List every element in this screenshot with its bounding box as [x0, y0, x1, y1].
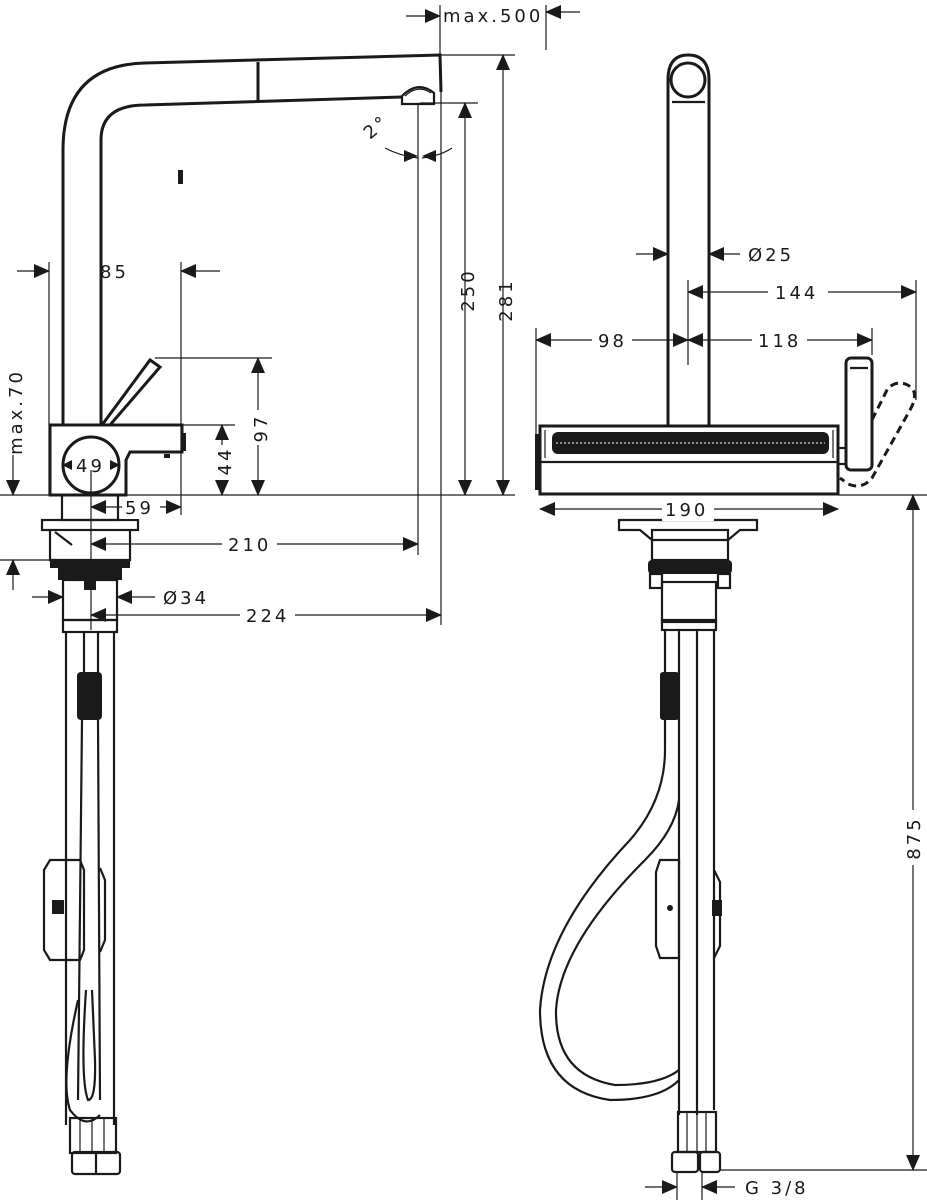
dim-g38: G 3/8 [745, 1178, 809, 1199]
front-view [535, 53, 917, 1174]
side-view [40, 53, 443, 1176]
dim-d34: Ø34 [163, 588, 209, 609]
dim-97: 97 [251, 414, 272, 443]
dim-44: 44 [215, 447, 236, 476]
dim-max-500: max.500 [443, 6, 543, 27]
dim-224: 224 [246, 606, 289, 627]
dim-250: 250 [458, 268, 479, 311]
dim-angle-2: 2° [360, 111, 394, 144]
dim-59: 59 [125, 498, 154, 519]
dim-d25: Ø25 [748, 245, 794, 266]
front-view-dimensions: Ø25 144 98 118 190 875 G 3/8 [535, 245, 927, 1200]
dim-144: 144 [775, 283, 818, 304]
dim-190: 190 [665, 500, 708, 521]
dim-49: 49 [76, 456, 105, 477]
dim-max-70: max.70 [6, 369, 27, 455]
dim-210: 210 [228, 535, 271, 556]
side-view-dimensions: max.500 281 250 2° 85 max.70 [0, 5, 580, 630]
dim-85: 85 [100, 262, 129, 283]
dim-281: 281 [496, 278, 517, 321]
dim-98: 98 [598, 331, 627, 352]
dim-118: 118 [758, 331, 801, 352]
dim-875: 875 [904, 816, 925, 859]
